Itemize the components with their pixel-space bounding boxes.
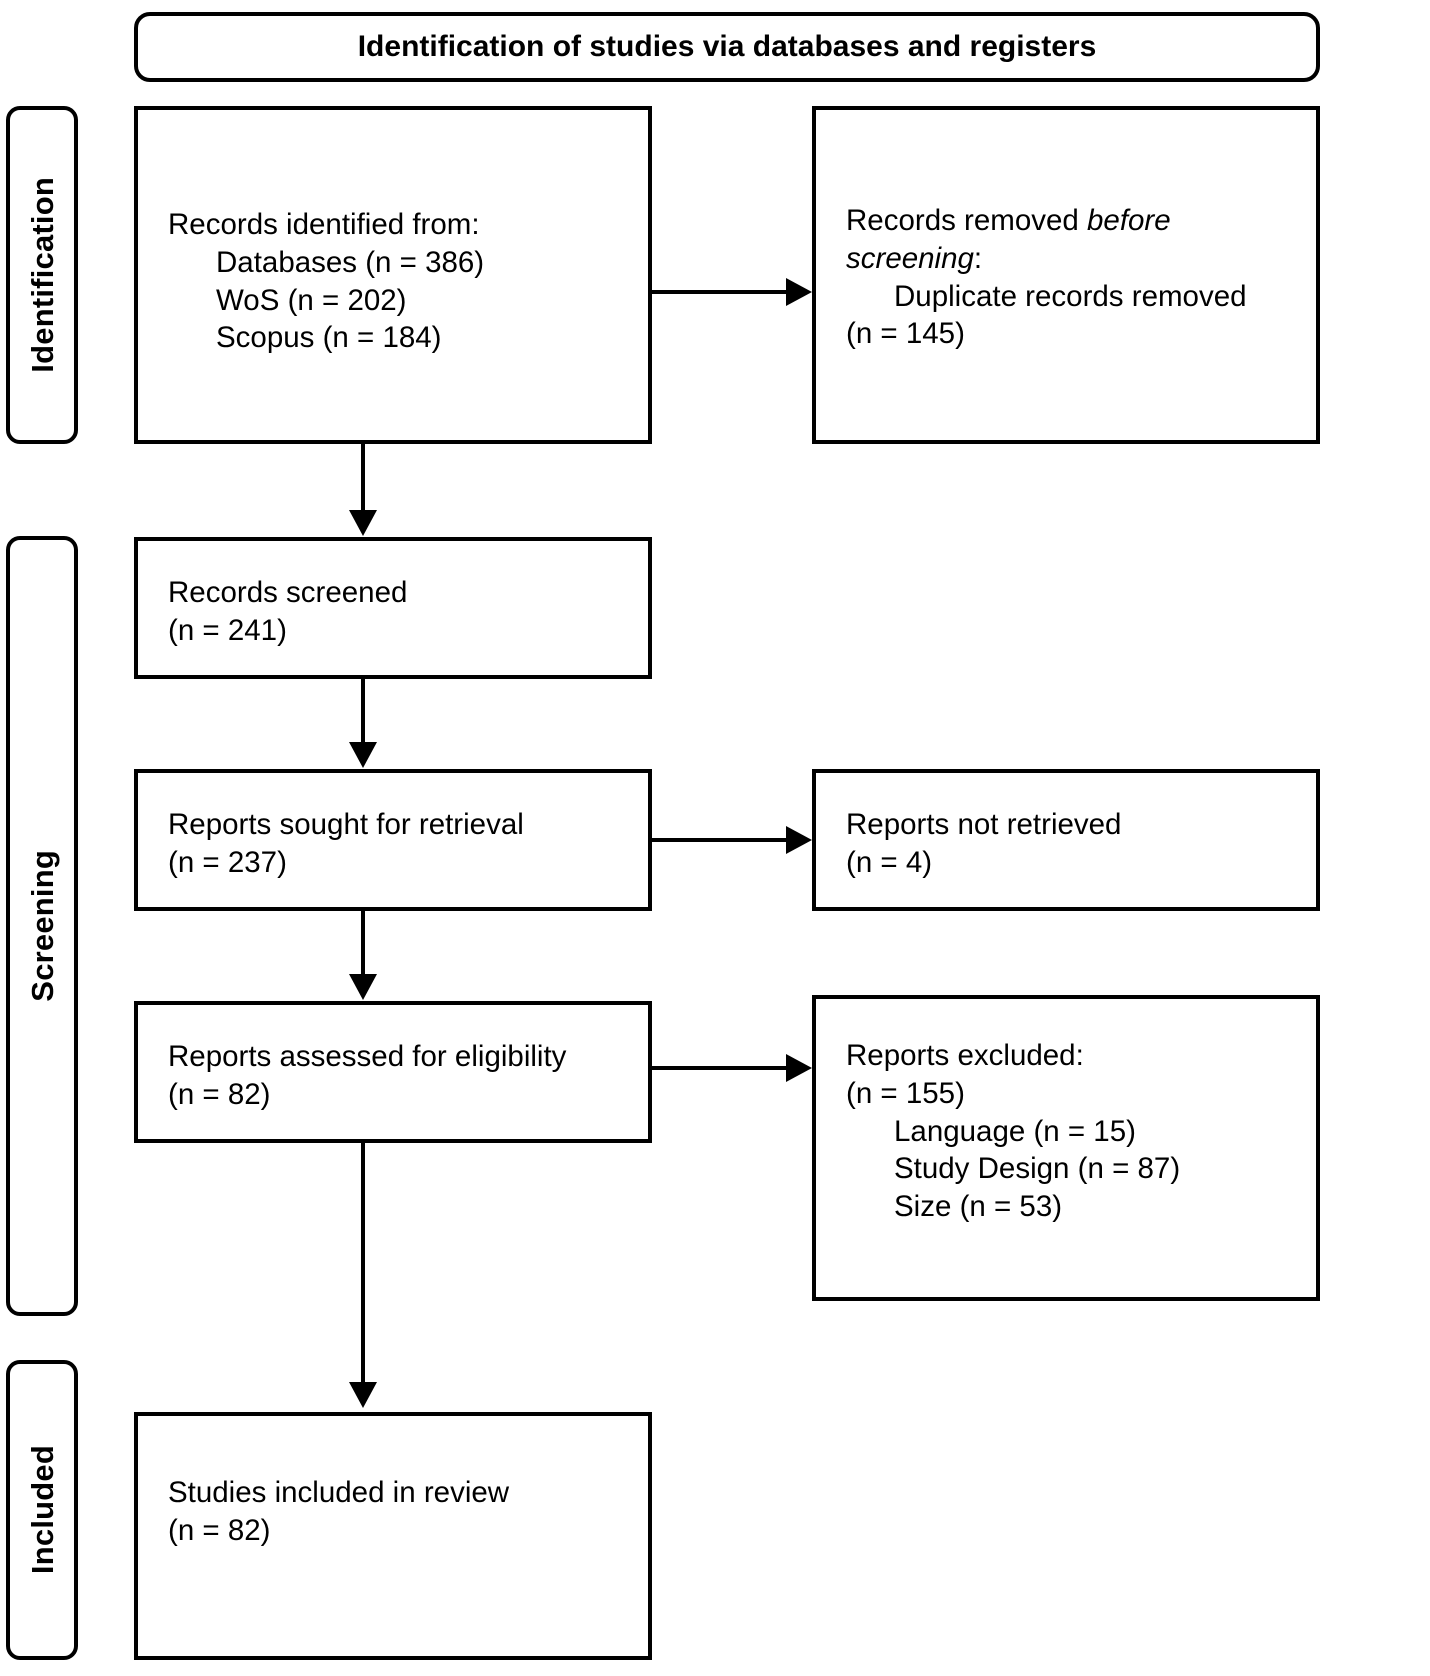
connector-sought-to-not-retrieved	[652, 838, 786, 842]
box-line: Study Design (n = 87)	[894, 1152, 1181, 1186]
records-removed-box: Records removed before screening: Duplic…	[812, 106, 1320, 444]
reports-excluded-box: Reports excluded: (n = 155) Language (n …	[812, 995, 1320, 1301]
stage-band-identification: Identification	[6, 106, 78, 444]
box-line: (n = 82)	[168, 1077, 271, 1111]
box-line: Language (n = 15)	[894, 1114, 1136, 1148]
box-line-text: Records removed	[846, 204, 1088, 237]
box-line: (n = 82)	[168, 1513, 271, 1547]
box-line: Duplicate records removed	[894, 279, 1247, 313]
connector-assessed-to-included	[361, 1143, 365, 1387]
box-line: Studies included in review	[168, 1476, 510, 1509]
arrowhead-assessed-to-excluded	[786, 1054, 812, 1082]
connector-identified-to-screened	[361, 444, 365, 516]
arrowhead-sought-to-not-retrieved	[786, 826, 812, 854]
stage-label-identification: Identification	[24, 177, 60, 373]
box-line: (n = 241)	[168, 613, 287, 647]
box-line: Records identified from:	[168, 208, 480, 241]
arrowhead-screened-to-sought	[349, 742, 377, 768]
records-identified-box: Records identified from: Databases (n = …	[134, 106, 652, 444]
stage-band-included: Included	[6, 1360, 78, 1660]
box-line: WoS (n = 202)	[216, 283, 407, 317]
reports-assessed-box: Reports assessed for eligibility (n = 82…	[134, 1001, 652, 1143]
box-line: (n = 4)	[846, 845, 933, 879]
page-title: Identification of studies via databases …	[357, 30, 1097, 63]
box-line: (n = 237)	[168, 845, 287, 879]
arrowhead-identified-to-screened	[349, 510, 377, 536]
connector-screened-to-sought	[361, 679, 365, 749]
reports-sought-box: Reports sought for retrieval (n = 237)	[134, 769, 652, 911]
box-line: screening:	[846, 240, 1306, 278]
box-line: Size (n = 53)	[894, 1190, 1063, 1223]
studies-included-box: Studies included in review (n = 82)	[134, 1412, 652, 1660]
diagram-title-banner: Identification of studies via databases …	[134, 12, 1320, 82]
box-line: Records screened	[168, 576, 408, 609]
box-line-emphasis: screening	[846, 241, 974, 275]
box-line: Reports excluded:	[846, 1039, 1084, 1072]
stage-label-included: Included	[24, 1445, 60, 1575]
arrowhead-assessed-to-included	[349, 1382, 377, 1408]
connector-assessed-to-excluded	[652, 1066, 786, 1070]
box-line: Records removed before	[846, 202, 1306, 240]
box-line: Reports assessed for eligibility	[168, 1040, 567, 1073]
box-line: Reports not retrieved	[846, 808, 1122, 841]
records-screened-box: Records screened (n = 241)	[134, 537, 652, 679]
arrowhead-identified-to-removed	[786, 278, 812, 306]
box-line: Reports sought for retrieval	[168, 808, 524, 841]
connector-sought-to-assessed	[361, 911, 365, 981]
box-line-text: :	[973, 241, 983, 275]
box-line: (n = 145)	[846, 317, 965, 351]
box-line-emphasis: before	[1087, 204, 1171, 237]
box-line: Databases (n = 386)	[216, 245, 485, 279]
stage-label-screening: Screening	[24, 850, 60, 1002]
box-line: Scopus (n = 184)	[216, 321, 442, 355]
connector-identified-to-removed	[652, 290, 786, 294]
box-line: (n = 155)	[846, 1076, 965, 1110]
reports-not-retrieved-box: Reports not retrieved (n = 4)	[812, 769, 1320, 911]
arrowhead-sought-to-assessed	[349, 974, 377, 1000]
stage-band-screening: Screening	[6, 536, 78, 1316]
